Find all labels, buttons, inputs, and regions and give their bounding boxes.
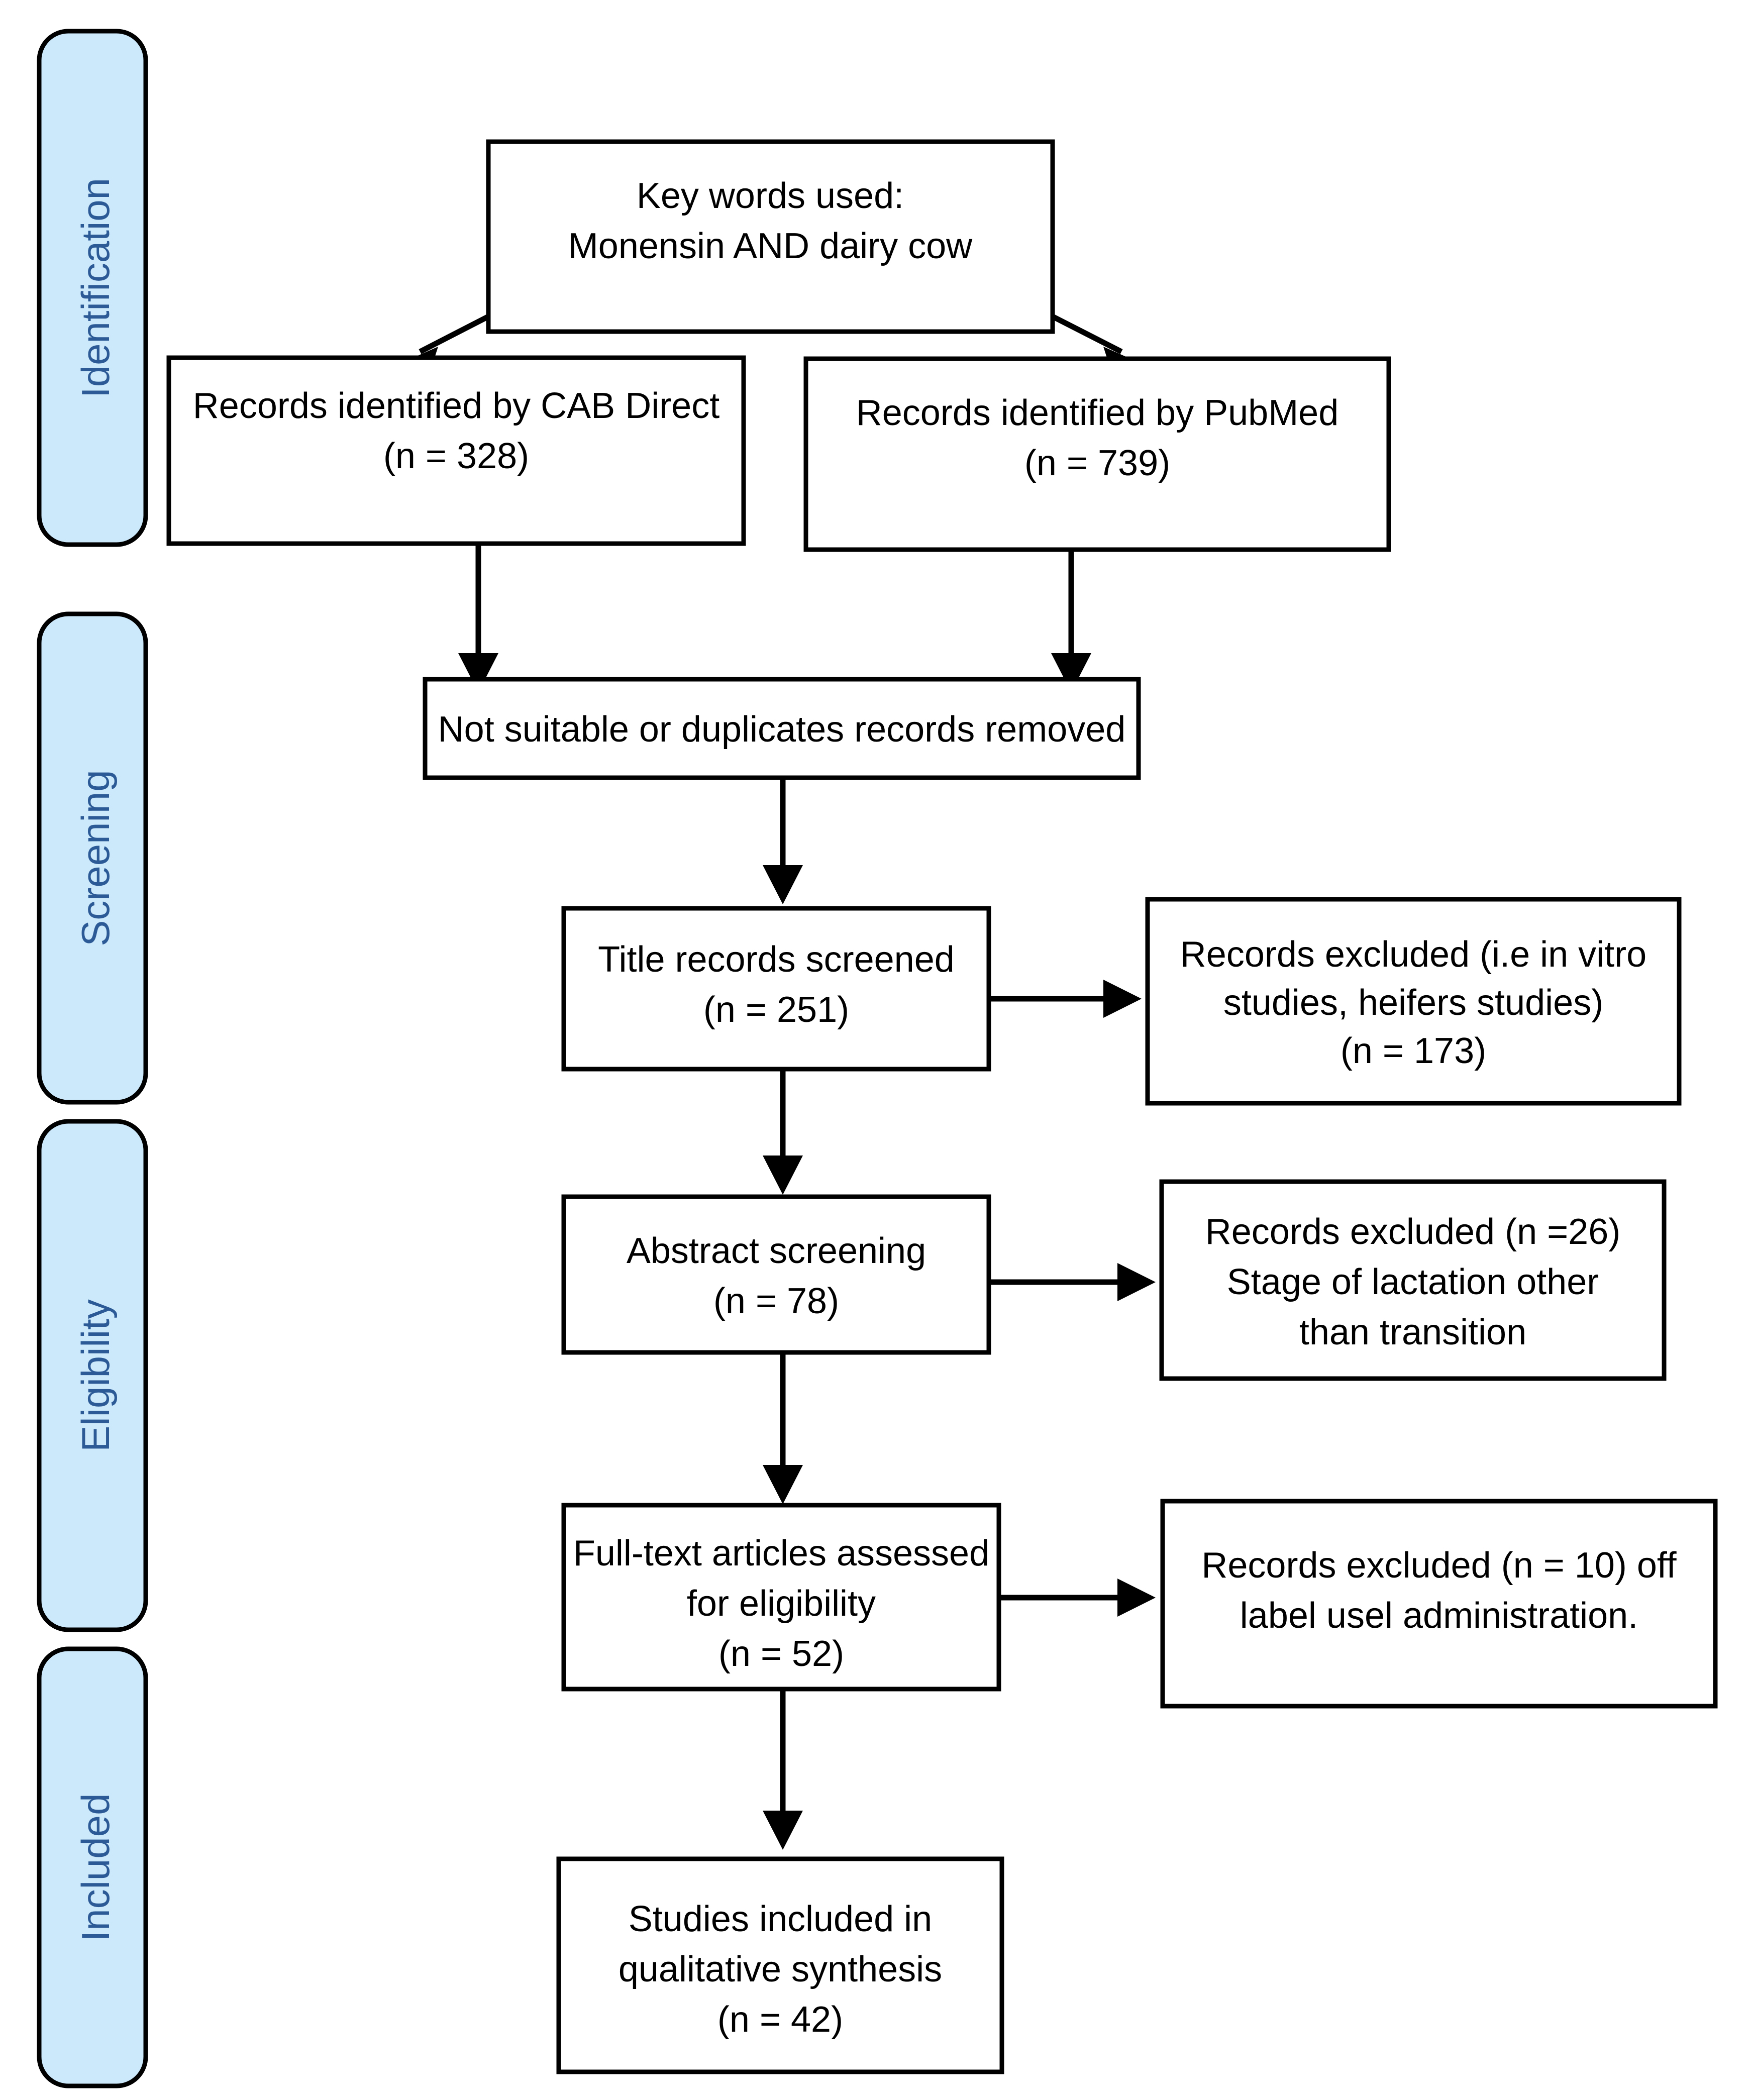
box-title-screened-line-2: (n = 251)	[703, 990, 849, 1030]
box-fulltext-assessed-line-2: for eligibility	[687, 1584, 876, 1624]
box-excluded-invitro[interactable]: Records excluded (i.e in vitro studies, …	[1145, 897, 1682, 1106]
box-abstract-screening-line-1: Abstract screening	[627, 1231, 926, 1271]
box-excluded-lactation[interactable]: Records excluded (n =26) Stage of lactat…	[1159, 1179, 1667, 1381]
stage-tab-eligibility[interactable]: Eligibility	[37, 1119, 148, 1632]
box-fulltext-assessed-shape	[561, 1503, 1001, 1692]
connector-fulltext-to-excluded-offlabel	[999, 1579, 1156, 1617]
stage-tab-screening-label: Screening	[73, 770, 118, 946]
connector-title-to-excluded-invitro	[989, 980, 1142, 1018]
box-duplicates-removed-line-1: Not suitable or duplicates records remov…	[438, 709, 1126, 750]
box-excluded-offlabel[interactable]: Records excluded (n = 10) off label usel…	[1160, 1499, 1718, 1709]
box-excluded-offlabel-line-1: Records excluded (n = 10) off	[1201, 1545, 1677, 1586]
box-excluded-invitro-line-1: Records excluded (i.e in vitro	[1180, 934, 1646, 975]
box-excluded-lactation-line-2: Stage of lactation other	[1227, 1262, 1599, 1302]
box-duplicates-removed-shape	[423, 677, 1141, 780]
connector-abstract-to-fulltext	[763, 1352, 803, 1504]
box-pubmed-line-2: (n = 739)	[1024, 443, 1170, 483]
stage-tab-screening-shape	[37, 611, 148, 1105]
box-keywords-line-2: Monensin AND dairy cow	[568, 226, 973, 266]
box-excluded-lactation-shape	[1159, 1179, 1667, 1381]
box-cab-direct-shape	[166, 355, 746, 546]
stage-tab-identification[interactable]: Identification	[37, 29, 148, 547]
box-excluded-invitro-shape	[1145, 897, 1682, 1106]
box-excluded-lactation-line-1: Records excluded (n =26)	[1205, 1212, 1620, 1252]
box-included-studies-line-2: qualitative synthesis	[619, 1949, 942, 1989]
box-excluded-lactation-line-3: than transition	[1299, 1312, 1526, 1352]
box-pubmed[interactable]: Records identified by PubMed (n = 739)	[803, 356, 1391, 552]
box-cab-direct[interactable]: Records identified by CAB Direct (n = 32…	[166, 355, 746, 546]
stage-tab-included-label: Included	[73, 1794, 118, 1942]
box-excluded-invitro-line-2: studies, heifers studies)	[1223, 983, 1603, 1023]
box-abstract-screening[interactable]: Abstract screening (n = 78)	[561, 1194, 991, 1355]
connector-duplicates-to-title	[763, 778, 803, 904]
box-cab-direct-line-1: Records identified by CAB Direct	[193, 386, 719, 426]
stage-tab-identification-shape	[37, 29, 148, 547]
stage-tab-identification-label: Identification	[73, 178, 118, 398]
box-included-studies-line-3: (n = 42)	[717, 2000, 843, 2040]
box-keywords[interactable]: Key words used: Monensin AND dairy cow	[486, 139, 1055, 334]
box-title-screened[interactable]: Title records screened (n = 251)	[561, 906, 991, 1072]
box-excluded-invitro-line-3: (n = 173)	[1341, 1031, 1486, 1071]
stage-tab-included[interactable]: Included	[37, 1646, 148, 2088]
connector-abstract-to-excluded-lactation	[989, 1263, 1156, 1301]
box-included-studies-line-1: Studies included in	[629, 1899, 932, 1939]
connector-title-to-abstract	[763, 1069, 803, 1195]
box-keywords-line-1: Key words used:	[637, 176, 904, 216]
box-keywords-shape	[486, 139, 1055, 334]
box-abstract-screening-shape	[561, 1194, 991, 1355]
box-fulltext-assessed[interactable]: Full-text articles assessed for eligibil…	[561, 1503, 1001, 1692]
box-duplicates-removed[interactable]: Not suitable or duplicates records remov…	[423, 677, 1141, 780]
box-pubmed-shape	[803, 356, 1391, 552]
box-title-screened-line-1: Title records screened	[598, 939, 955, 980]
box-excluded-offlabel-shape	[1160, 1499, 1718, 1709]
box-fulltext-assessed-line-1: Full-text articles assessed	[573, 1533, 989, 1573]
stage-tab-eligibility-label: Eligibility	[73, 1299, 118, 1451]
box-fulltext-assessed-line-3: (n = 52)	[718, 1634, 844, 1674]
stage-tab-screening[interactable]: Screening	[37, 611, 148, 1105]
box-pubmed-line-1: Records identified by PubMed	[856, 393, 1339, 433]
box-cab-direct-line-2: (n = 328)	[383, 436, 529, 476]
connector-cab-to-duplicates	[458, 544, 498, 692]
box-abstract-screening-line-2: (n = 78)	[713, 1281, 839, 1321]
connector-pubmed-to-duplicates	[1051, 550, 1091, 692]
connector-fulltext-to-included	[763, 1689, 803, 1850]
stage-tab-included-shape	[37, 1646, 148, 2088]
box-included-studies[interactable]: Studies included in qualitative synthesi…	[556, 1856, 1004, 2074]
box-excluded-offlabel-line-2: label usel administration.	[1240, 1596, 1638, 1636]
box-included-studies-shape	[556, 1856, 1004, 2074]
box-title-screened-shape	[561, 906, 991, 1072]
stage-tab-eligibility-shape	[37, 1119, 148, 1632]
